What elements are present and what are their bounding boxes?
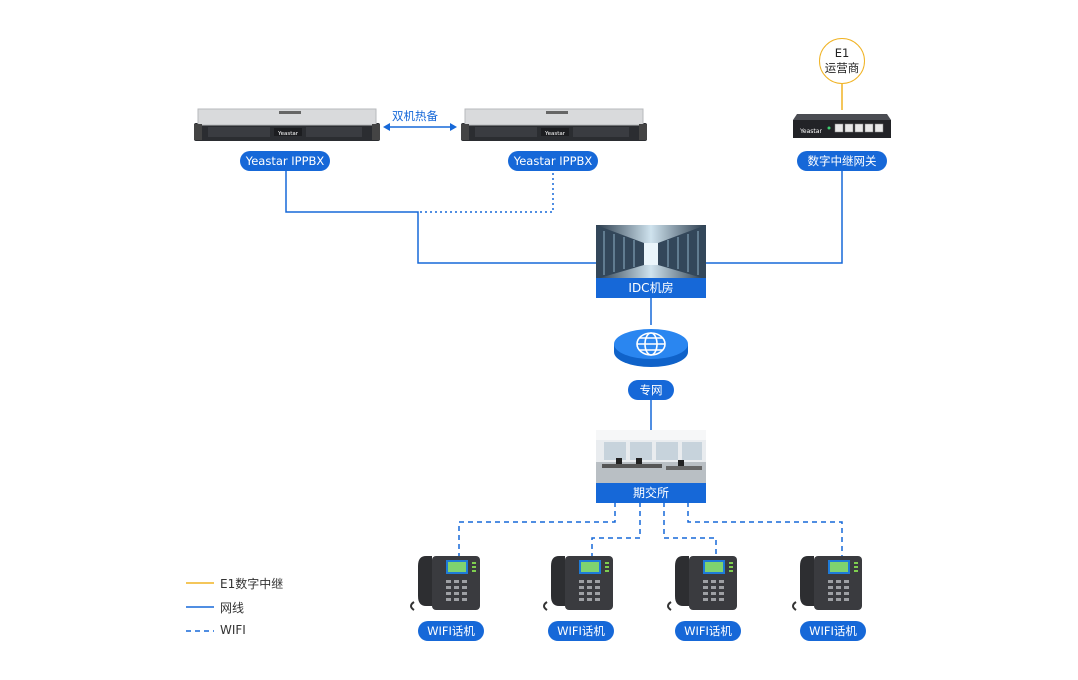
wifi-phone-label-2: WIFI话机 — [548, 621, 614, 641]
exchange-office-image — [596, 430, 706, 484]
globe-network-icon — [614, 329, 688, 367]
desk-phone-icon — [410, 556, 480, 611]
gateway-brand: Yeastar — [799, 128, 822, 135]
ippbx-server-right-icon: Yeastar — [461, 108, 647, 141]
wifi-phone-label-4: WIFI话机 — [800, 621, 866, 641]
net-line-server-right — [418, 168, 554, 213]
idc-datacenter-image — [596, 225, 706, 279]
net-line-gateway — [706, 168, 843, 264]
legend-e1-text: E1数字中继 — [220, 577, 284, 591]
digital-trunk-gateway-icon: Yeastar — [793, 114, 891, 138]
e1-carrier-line1: E1 — [834, 46, 850, 60]
server-right-brand: Yeastar — [544, 131, 566, 137]
net-line-server-left — [285, 168, 596, 264]
wifi-phone-label-1: WIFI话机 — [418, 621, 484, 641]
private-network-label: 专网 — [628, 380, 674, 400]
desk-phone-icon — [543, 556, 613, 611]
phone-group-1 — [410, 552, 492, 614]
legend-net-text: 网线 — [220, 601, 245, 615]
desk-phone-icon — [792, 556, 862, 611]
gateway-label: 数字中继网关 — [797, 151, 887, 171]
phone-group-2 — [543, 552, 625, 614]
ippbx-server-left-icon: Yeastar — [194, 108, 380, 141]
e1-carrier-line2: 运营商 — [824, 61, 860, 75]
e1-carrier-circle: E1 运营商 — [819, 38, 865, 84]
idc-label: IDC机房 — [596, 278, 706, 298]
server-left-brand: Yeastar — [277, 131, 299, 137]
hot-standby-label: 双机热备 — [392, 109, 438, 123]
legend-wifi-text: WIFI — [220, 623, 246, 637]
desk-phone-icon — [667, 556, 737, 611]
exchange-label: 期交所 — [596, 483, 706, 503]
ippbx-left-label: Yeastar IPPBX — [240, 151, 330, 171]
phone-group-4 — [792, 552, 874, 614]
wifi-lines — [458, 502, 843, 560]
phone-group-3 — [667, 552, 749, 614]
ippbx-right-label: Yeastar IPPBX — [508, 151, 598, 171]
wifi-phone-label-3: WIFI话机 — [675, 621, 741, 641]
